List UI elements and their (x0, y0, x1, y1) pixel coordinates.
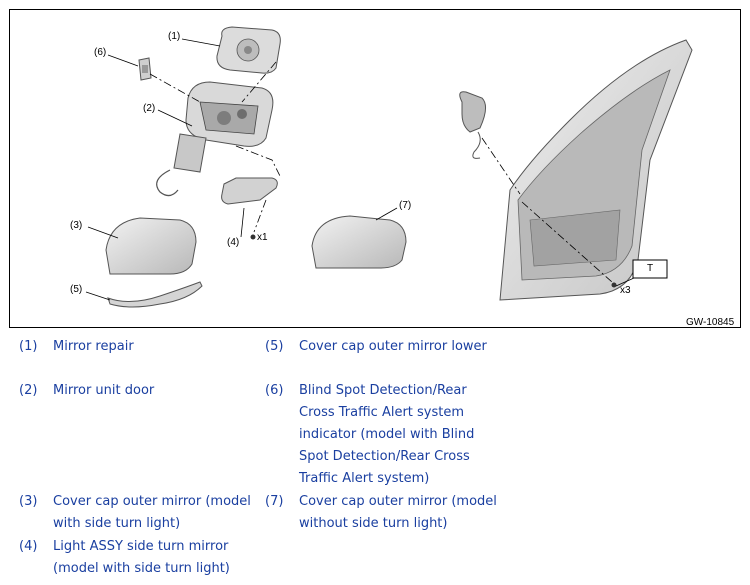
side-turn-light-part (221, 177, 278, 240)
legend-text: Mirror unit door (53, 383, 155, 398)
callout-1: (1) (168, 31, 181, 42)
legend-text: Blind Spot Detection/Rear Cross Traffic … (299, 383, 475, 486)
quantity-x1: x1 (257, 232, 268, 243)
legend-text: Cover cap outer mirror (model with side … (53, 494, 251, 531)
legend-number: (5) (265, 339, 284, 354)
callout-3: (3) (70, 220, 83, 231)
callout-5: (5) (70, 284, 83, 295)
bsd-indicator-part (138, 57, 152, 81)
cover-cap-with-turn-light-part (105, 217, 197, 275)
legend-number: (6) (265, 383, 284, 398)
legend-text: Cover cap outer mirror (model without si… (299, 494, 497, 531)
legend-number: (3) (19, 494, 38, 509)
callout-6: (6) (94, 47, 107, 58)
torque-label: T (647, 263, 654, 274)
diagram-drawing (85, 26, 693, 308)
callout-7: (7) (399, 200, 412, 211)
callout-2: (2) (143, 103, 156, 114)
legend-number: (1) (19, 339, 38, 354)
mirror-repair-part (216, 26, 281, 74)
leader-lines (85, 38, 398, 301)
legend-number: (2) (19, 383, 38, 398)
legend-text: Light ASSY side turn mirror (model with … (53, 539, 230, 576)
front-door-assembly (459, 39, 693, 301)
torque-box (632, 259, 668, 279)
legend-text: Mirror repair (53, 339, 134, 354)
assembly-lines (149, 61, 613, 283)
legend-text: Cover cap outer mirror lower (299, 339, 487, 354)
cover-cap-lower-part (107, 281, 203, 308)
mirror-unit-door-part (156, 81, 274, 197)
legend-number: (7) (265, 494, 284, 509)
figure-code: GW-10845 (686, 317, 735, 328)
callout-4: (4) (227, 237, 240, 248)
exploded-diagram: (1) (6) (2) (3) (4) x1 (5) (7) T x3 GW-1… (9, 9, 741, 328)
legend-number: (4) (19, 539, 38, 554)
quantity-x3: x3 (620, 285, 631, 296)
cover-cap-without-turn-light-part (311, 215, 407, 269)
